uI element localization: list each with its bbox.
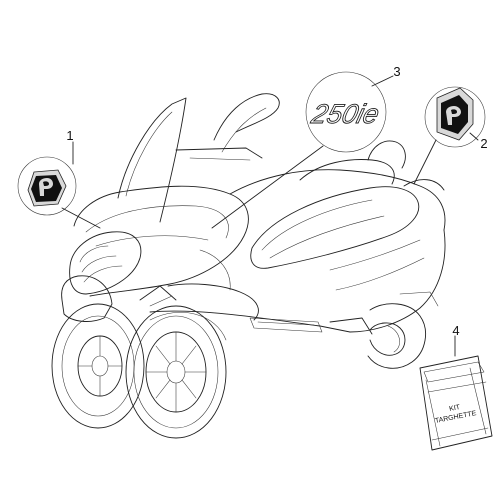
scooter-outline (61, 93, 446, 369)
emblem-badge-1 (17, 141, 101, 229)
model-script-text: 250ie (308, 98, 383, 129)
front-wheel-left (51, 303, 145, 429)
front-wheel-right (125, 305, 227, 439)
kit-label-line2: TARGHETTE (434, 410, 477, 425)
emblem-badge-2 (413, 86, 486, 185)
callout-2: 2 (480, 136, 487, 151)
callout-1: 1 (66, 128, 73, 143)
kit-bag-4: KIT TARGHETTE (419, 335, 493, 451)
callout-3: 3 (393, 64, 400, 79)
kit-label-line1: KIT (449, 404, 462, 413)
model-badge-3: 250ie (211, 71, 394, 229)
callout-4: 4 (452, 323, 459, 338)
